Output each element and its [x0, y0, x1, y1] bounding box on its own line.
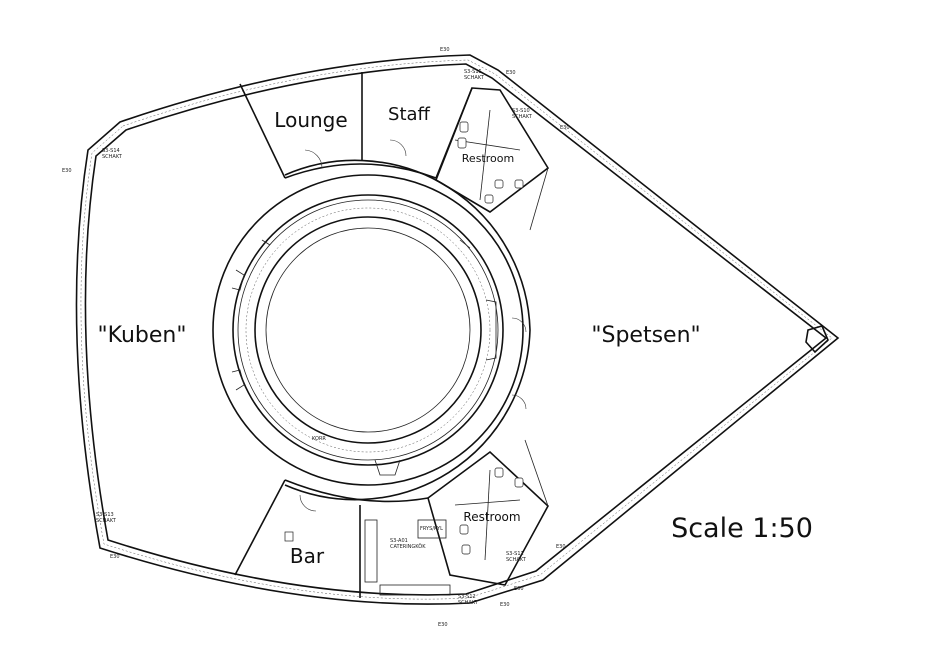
tag-e30-bottom-right: E30	[556, 544, 566, 550]
bottom-rooms-walls	[234, 479, 451, 598]
scale-label: Scale 1:50	[671, 513, 813, 544]
room-label-bar: Bar	[290, 544, 325, 568]
tag-s3-s12: S3-S12	[458, 594, 476, 600]
central-core	[212, 159, 531, 501]
restroom-bottom-block	[427, 450, 549, 586]
tag-e30-top-right: E30	[506, 70, 516, 76]
restroom-top-block	[435, 87, 550, 213]
tag-schakt-2: SCHAKT	[96, 518, 117, 524]
tag-cateringkok: CATERINGKÖK	[390, 543, 426, 550]
tag-e30-bottom-left: E30	[110, 554, 120, 560]
tag-schakt-3: SCHAKT	[464, 75, 485, 81]
tag-s3-s14: S3-S14	[102, 148, 120, 154]
tag-s3-s11: S3-S11	[506, 551, 524, 557]
tag-e30-bottom: E30	[438, 622, 448, 628]
core-details	[231, 239, 497, 476]
tag-schakt-6: SCHAKT	[458, 600, 479, 606]
room-label-lounge: Lounge	[274, 108, 347, 132]
tag-schakt-1: SCHAKT	[102, 154, 123, 160]
tag-schakt-5: SCHAKT	[506, 557, 527, 563]
room-label-kuben: "Kuben"	[98, 323, 187, 348]
room-label-restroom-bottom: Restroom	[463, 510, 520, 524]
tag-s3-s15: S3-S15	[464, 69, 482, 75]
room-label-spetsen: "Spetsen"	[591, 323, 700, 348]
tag-s3-s10: S3-S10	[512, 108, 530, 114]
outer-wall	[75, 54, 840, 605]
zone-walls	[511, 167, 549, 507]
tag-s3-a01: S3-A01	[390, 538, 408, 544]
tag-s3-s13: S3-S13	[96, 512, 114, 518]
tag-e30-bottom-right-3: E30	[500, 602, 510, 608]
tag-e30-bottom-right-2: E30	[514, 586, 524, 592]
tip-column	[805, 325, 829, 354]
room-label-staff: Staff	[388, 104, 431, 125]
tag-e30-right: E30	[560, 125, 570, 131]
room-label-restroom-top: Restroom	[462, 152, 514, 165]
tag-korr: KORR	[312, 436, 326, 442]
tag-schakt-4: SCHAKT	[512, 114, 533, 120]
drawing-tags: E30 E30 E30 E30 E30 E30 E30 E30 E30 S3-S…	[62, 47, 570, 628]
tag-frys: FRYS/KYL	[420, 526, 443, 532]
tag-e30-top: E30	[440, 47, 450, 53]
tag-e30-left: E30	[62, 168, 72, 174]
